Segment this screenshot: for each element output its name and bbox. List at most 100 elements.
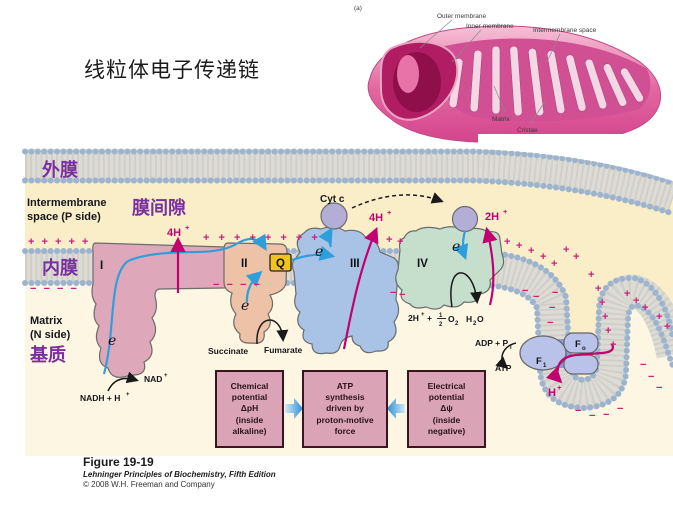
electron-label-i: e [108,333,116,349]
chemical-potential-box: Chemical potential ΔpH (inside alkaline) [215,370,284,448]
frac-denominator: 2 [439,322,443,328]
proton-sup: + [387,208,392,217]
plus-sign: + [624,288,630,300]
plus-row: + + + + + + + + [203,232,321,244]
plus-sign: + [551,258,557,270]
minus-sign: − [648,371,654,383]
atp-synthase-f1 [519,335,567,371]
electron-path-q-to-iii [291,245,336,262]
atp-synthesis-box: ATP synthesis driven by proton-motive fo… [302,370,388,448]
o2-sup: + [421,312,425,318]
cytochrome-c-at-iv [451,205,479,233]
mito-ims-label: Intermembrane space [533,27,597,34]
minus-row: − − − − [213,279,262,291]
box-arrow-right [285,398,303,419]
inner-membrane-tails [25,250,673,411]
plus-sign: + [528,245,534,257]
plus-sign: + [656,311,662,323]
plus-sign: + [605,325,611,337]
minus-sign: − [640,359,646,371]
minus-sign: − [390,287,396,299]
box-arrow-left [387,398,405,419]
proton-sup: + [185,223,190,232]
q-label: Q [276,258,285,270]
plus-sign: + [602,311,608,323]
copyright: © 2008 W.H. Freeman and Company [83,480,215,489]
outer-membrane-cn-label: 外膜 [42,159,78,180]
outer-membrane [22,148,673,216]
complex-iii-label: III [350,258,360,270]
plus-sign: + [588,269,594,281]
plus-sign: + [516,240,522,252]
electron-path-complex-ii-to-q [245,270,263,303]
arrow-adp-to-atp [495,342,517,369]
top-right-mask [478,134,673,181]
atp-synthase-fo-lower [563,354,599,375]
inner-membrane-heads-matrix [22,280,673,412]
arrow-cytc-shuttle-dashed [351,192,444,209]
mito-inner-label: Inner membrane [466,23,514,30]
proton-h-atp-synthase: H [548,387,556,399]
proton-sup: + [557,383,562,392]
plus-sign: + [633,295,639,307]
o2-plus: + [427,313,432,323]
plus-sign: + [610,339,616,351]
cytc-label: Cyt c [320,194,345,205]
electron-label-iv: e [452,239,460,255]
figure-number: Figure 19-19 [83,455,154,469]
mitochondrion-inset: (a) Outer membrane Inner membrane Interm… [354,5,661,143]
minus-sign: − [589,410,595,422]
plus-sign: + [563,244,569,256]
atp-label: ATP [495,363,512,373]
ubiquinone-q [269,253,292,272]
leader-ims [546,33,561,63]
o2-o: O [448,314,455,324]
plus-sign: + [599,297,605,309]
proton-path-complex-iii [342,226,379,350]
chemical-potential-text: Chemical potential ΔpH (inside alkaline) [230,380,269,436]
minus-sign: − [522,285,528,297]
inner-membrane-cn-label: 内膜 [42,257,78,278]
frac-numerator: 1 [439,313,443,319]
minus-sign: − [533,291,539,303]
inner-membrane [22,248,673,412]
proton-4h-complex-iii: 4H [369,212,383,224]
minus-sign: − [399,289,405,301]
plus-sign: + [664,321,670,333]
cytochrome-c [320,202,348,230]
atp-synthase [519,332,599,375]
minus-sign: − [656,382,662,394]
minus-sign: − [549,302,555,314]
leader-inner-membrane [451,29,482,63]
plus-sign: + [595,283,601,295]
proton-sup: + [503,207,508,216]
matrix-en-label-line2: (N side) [30,329,71,341]
minus-sign: − [617,403,623,415]
ims-en-label-line1: Intermembrane [27,197,106,209]
mito-panel-label: (a) [354,5,362,12]
proton-4h-complex-i: 4H [167,227,181,239]
electron-path-iii-to-cytc [318,227,333,248]
minus-sign: − [552,287,558,299]
plus-sign: + [386,234,392,246]
minus-row: − − − − [30,283,79,295]
leader-cristae [529,99,547,125]
proton-path-complex-iv [482,226,498,306]
minus-sign: − [603,409,609,421]
electron-label-iii: e [315,244,323,260]
electron-label-ii: e [241,298,249,314]
fo-label: F [575,339,581,350]
proton-2h-complex-iv: 2H [485,211,499,223]
o2-sub: 2 [455,321,459,327]
complex-iv-label: IV [417,258,428,270]
mito-matrix-label: Matrix [492,116,510,123]
nad-label: NAD [144,374,162,384]
electron-path-cytc-to-iv [453,230,469,261]
fumarate-label: Fumarate [264,345,303,355]
charge-signs: + + + + + + + + + + + + + − − − − − − − … [28,232,670,422]
h2o-o: O [477,314,484,324]
o2-2h: 2H [408,313,419,323]
minus-sign: − [547,317,553,329]
